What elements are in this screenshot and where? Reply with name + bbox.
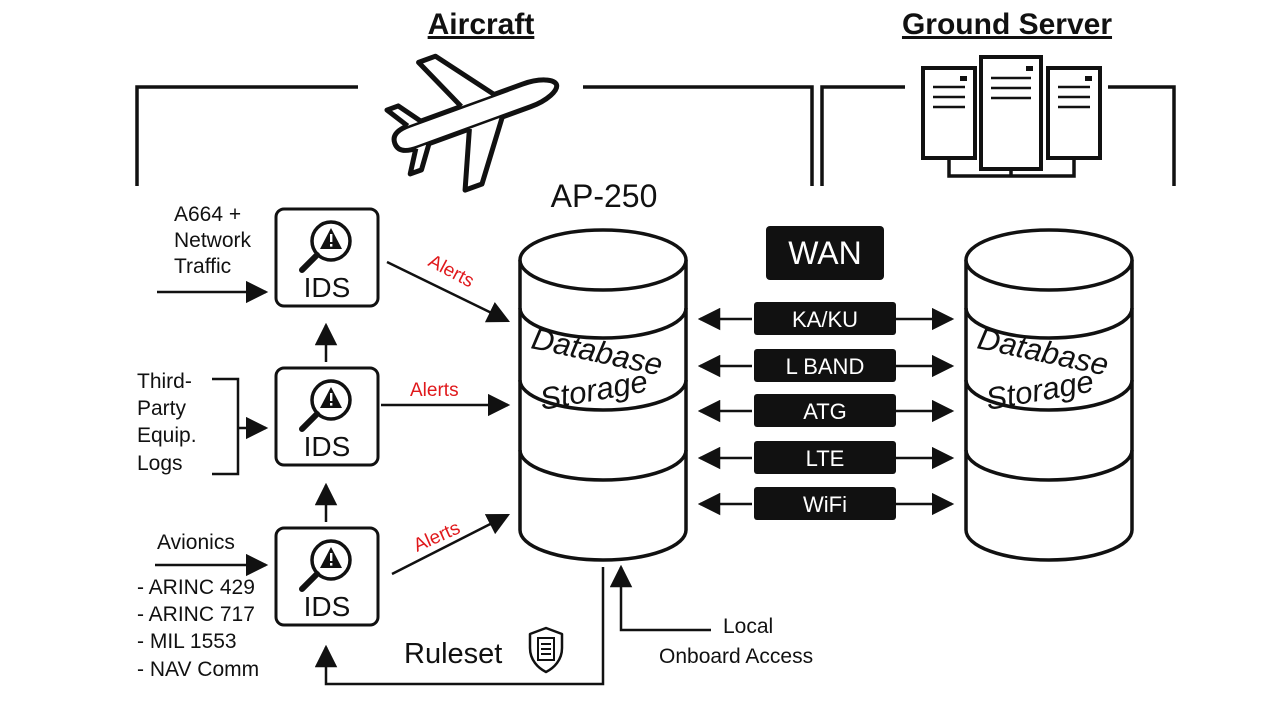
svg-text:WAN: WAN <box>788 235 861 271</box>
svg-text:WiFi: WiFi <box>803 492 847 517</box>
svg-text:ATG: ATG <box>803 399 847 424</box>
ground-database-cylinder: Database Storage <box>964 228 1134 562</box>
alerts-arrow-bottom <box>391 513 511 576</box>
avionics-bus-list: - ARINC 429 - ARINC 717 - MIL 1553 - NAV… <box>137 576 259 681</box>
alerts-arrow-top <box>386 260 511 323</box>
shield-checklist-icon <box>528 626 564 674</box>
local-access-line2: Onboard Access <box>659 645 813 668</box>
alerts-label-top: Alerts <box>425 251 478 292</box>
wan-link-wifi: WiFi <box>697 487 955 520</box>
ids-box-middle: IDS <box>276 368 378 465</box>
svg-text:KA/KU: KA/KU <box>792 307 858 332</box>
ids-middle-label: IDS <box>304 431 351 462</box>
svg-text:Party: Party <box>137 397 187 420</box>
server-icon <box>921 55 1102 178</box>
third-party-logs-label: Third- Party Equip. Logs <box>137 370 197 475</box>
svg-text:- MIL 1553: - MIL 1553 <box>137 630 237 653</box>
svg-text:- ARINC 717: - ARINC 717 <box>137 603 255 626</box>
aircraft-bracket <box>135 85 814 186</box>
wan-badge: WAN <box>766 226 884 280</box>
svg-text:- ARINC 429: - ARINC 429 <box>137 576 255 599</box>
local-access-arrow <box>609 564 711 632</box>
network-input-label: A664 + Network Traffic <box>174 203 252 278</box>
svg-text:Network: Network <box>174 229 252 252</box>
ids-box-top: IDS <box>276 209 378 306</box>
wan-link-ka-ku: KA/KU <box>697 302 955 335</box>
svg-text:Logs: Logs <box>137 452 183 475</box>
svg-text:Equip.: Equip. <box>137 424 197 447</box>
avionics-label: Avionics <box>157 531 235 554</box>
wan-link-atg: ATG <box>697 394 955 427</box>
wan-link-l-band: L BAND <box>697 349 955 382</box>
svg-text:Traffic: Traffic <box>174 255 231 278</box>
aircraft-heading: Aircraft <box>428 8 535 41</box>
ruleset-label: Ruleset <box>404 638 502 670</box>
svg-text:A664 +: A664 + <box>174 203 241 226</box>
ruleset-return-arrow <box>314 567 605 686</box>
third-party-brace <box>212 377 240 476</box>
ids-box-bottom: IDS <box>276 528 378 625</box>
svg-text:L BAND: L BAND <box>786 354 865 379</box>
aircraft-database-cylinder: Database Storage <box>518 228 688 562</box>
ground-bracket <box>820 85 1176 186</box>
ap-250-label: AP-250 <box>551 178 658 214</box>
wan-link-lte: LTE <box>697 441 955 474</box>
svg-text:Third-: Third- <box>137 370 192 393</box>
svg-text:- NAV Comm: - NAV Comm <box>137 658 259 681</box>
ids-bottom-label: IDS <box>304 591 351 622</box>
local-access-line1: Local <box>723 615 773 638</box>
ids-top-label: IDS <box>304 272 351 303</box>
alerts-label-middle: Alerts <box>410 380 459 401</box>
airplane-icon <box>384 53 560 193</box>
ground-server-heading: Ground Server <box>902 8 1112 41</box>
svg-text:LTE: LTE <box>806 446 845 471</box>
